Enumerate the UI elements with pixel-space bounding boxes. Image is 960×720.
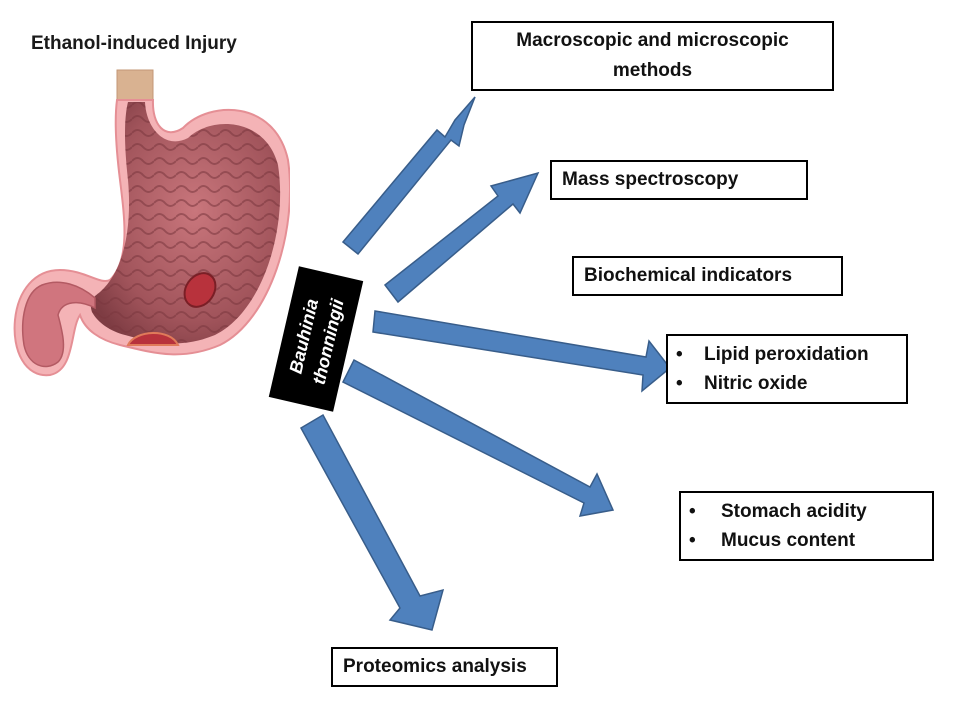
bullet-icon: • — [676, 344, 683, 365]
ulcer-lesion — [183, 272, 217, 308]
box-mass-spectroscopy: Mass spectroscopy — [550, 160, 808, 200]
arrow-to-stomach-box — [341, 358, 615, 517]
list-item: • Stomach acidity — [683, 497, 867, 526]
box-macroscopic-methods: Macroscopic and microscopic methods — [471, 21, 834, 91]
box-biochemical-label: Biochemical indicators — [584, 265, 793, 286]
box-macroscopic-label: Macroscopic and microscopic methods — [516, 30, 789, 81]
list-item-text: Stomach acidity — [721, 501, 867, 522]
duodenum — [21, 281, 96, 368]
list-item: • Mucus content — [683, 526, 867, 555]
arrow-to-macroscopic — [341, 96, 476, 256]
gastric-list: • Stomach acidity • Mucus content — [683, 497, 867, 555]
bullet-icon: • — [676, 373, 683, 394]
box-biochemical-indicators: Biochemical indicators — [572, 256, 843, 296]
list-item-text: Lipid peroxidation — [704, 344, 869, 365]
box-proteomics-label: Proteomics analysis — [343, 656, 527, 677]
box-biochemical-items: • Lipid peroxidation • Nitric oxide — [666, 334, 908, 404]
esophagus-cap — [116, 69, 154, 103]
diagram-title: Ethanol-induced Injury — [31, 33, 237, 54]
bullet-icon: • — [689, 530, 696, 551]
arrow-to-mass-spectroscopy — [383, 171, 540, 304]
box-mass-label: Mass spectroscopy — [562, 169, 739, 190]
bullet-icon: • — [689, 501, 696, 522]
arrow-to-lipid-box — [372, 310, 672, 393]
list-item: • Nitric oxide — [670, 369, 869, 398]
list-item: • Lipid peroxidation — [670, 340, 869, 369]
stomach-illustration — [13, 69, 290, 377]
list-item-text: Mucus content — [721, 530, 856, 551]
arrow-to-proteomics — [299, 413, 445, 631]
list-item-text: Nitric oxide — [704, 373, 808, 394]
biochemical-list: • Lipid peroxidation • Nitric oxide — [670, 340, 869, 398]
ulcer-lesion — [126, 332, 180, 346]
box-gastric-items: • Stomach acidity • Mucus content — [679, 491, 934, 561]
box-proteomics-analysis: Proteomics analysis — [331, 647, 558, 687]
